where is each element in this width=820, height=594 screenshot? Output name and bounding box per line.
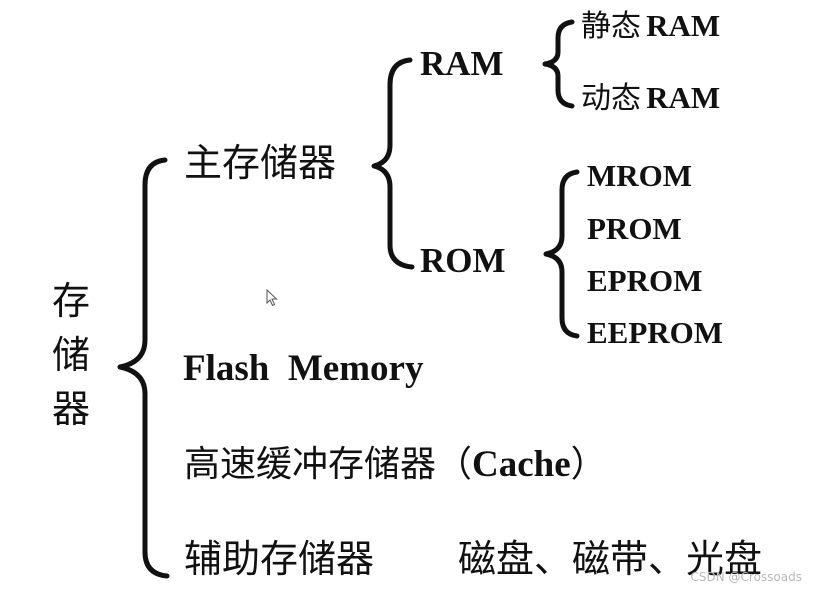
root-char-3: 器 (52, 387, 91, 431)
rom-type-eprom: EPROM (587, 263, 703, 298)
mouse-pointer-icon (266, 288, 278, 311)
cache-label: 高速缓冲存储器（Cache） (184, 446, 607, 483)
root-char-1: 存 (52, 279, 91, 323)
rom-brace (543, 169, 580, 339)
main-memory-label: 主存储器 (184, 141, 337, 185)
ram-brace (542, 19, 575, 109)
aux-memory-label: 辅助存储器 (184, 537, 375, 581)
static-ram-suffix: RAM (646, 8, 721, 43)
rom-type-eeprom: EEPROM (587, 315, 724, 350)
ram-label: RAM (420, 44, 504, 83)
static-ram-item: 静态 RAM (581, 10, 720, 42)
cache-label-cjk: 高速缓冲存储器（ (184, 444, 473, 485)
static-ram-prefix: 静态 (581, 9, 641, 44)
watermark-text: CSDN @Crossoads (690, 570, 803, 584)
root-brace (117, 157, 170, 579)
dynamic-ram-suffix: RAM (646, 80, 721, 115)
flash-memory-label: Flash Memory (183, 348, 424, 389)
main-memory-brace (371, 57, 415, 270)
rom-type-prom: PROM (587, 211, 682, 246)
dynamic-ram-prefix: 动态 (581, 81, 641, 116)
root-char-2: 储 (52, 333, 91, 377)
cache-label-latin: Cache (472, 444, 571, 485)
rom-type-mrom: MROM (587, 158, 693, 193)
cache-label-close: ） (570, 444, 607, 485)
aux-memory-examples: 磁盘、磁带、光盘 (458, 537, 763, 581)
rom-label: ROM (420, 241, 506, 280)
dynamic-ram-item: 动态 RAM (581, 82, 720, 114)
